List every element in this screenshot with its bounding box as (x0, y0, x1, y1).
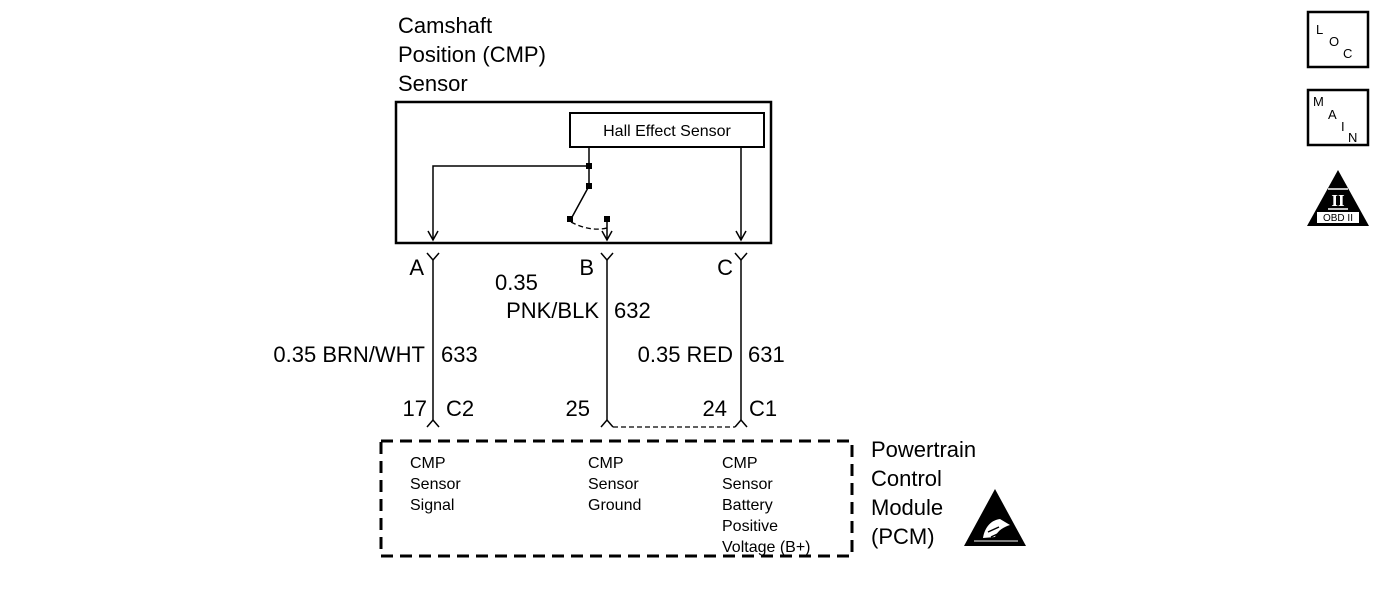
connector-c-symbol (734, 252, 748, 262)
sensor-title-line-1: Camshaft (398, 13, 492, 38)
pin-a-arrow (427, 230, 439, 242)
wire-a-circuit: 633 (441, 342, 478, 367)
sensor-title-line-3: Sensor (398, 71, 468, 96)
loc-letter-o: O (1329, 34, 1339, 49)
hall-effect-sensor-box (569, 112, 765, 148)
pcm-signal-line-1: CMP (410, 455, 446, 472)
pcm-voltage-line-2: Sensor (722, 476, 773, 493)
wire-a-size-color: 0.35 BRN/WHT (273, 342, 425, 367)
sensor-housing-box (394, 100, 773, 245)
pcm-signal-line-3: Signal (410, 497, 454, 514)
pcm-voltage-line-3: Battery (722, 497, 773, 514)
pcm-title-line-2: Control (871, 466, 942, 491)
pcm-terminal-b (600, 418, 614, 428)
pcm-ground-line-1: CMP (588, 455, 624, 472)
sensor-title-line-2: Position (CMP) (398, 42, 546, 67)
pcm-voltage-line-4: Positive (722, 518, 778, 535)
obd-ii-numeral: II (1331, 191, 1345, 210)
loc-letter-c: C (1343, 46, 1352, 61)
hall-switch (567, 147, 613, 242)
pcm-voltage-label: CMP Sensor Battery Positive Voltage (B+) (722, 455, 811, 556)
connector-a-symbol (426, 252, 440, 262)
obd-ii-label: OBD II (1323, 213, 1353, 224)
obd-ii-icon[interactable]: II OBD II (1307, 170, 1369, 226)
pcm-title-line-3: Module (871, 495, 943, 520)
pcm-title: Powertrain Control Module (PCM) (871, 437, 976, 549)
pcm-ground-line-2: Sensor (588, 476, 639, 493)
connector-letter-a: A (409, 255, 424, 280)
main-letter-m: M (1313, 94, 1324, 109)
pcm-signal-label: CMP Sensor Signal (410, 455, 461, 514)
pcm-voltage-line-5: Voltage (B+) (722, 539, 811, 556)
pcm-title-line-1: Powertrain (871, 437, 976, 462)
pcm-ground-label: CMP Sensor Ground (588, 455, 641, 514)
pcm-terminal-c (734, 418, 748, 428)
pcm-title-line-4: (PCM) (871, 524, 935, 549)
loc-icon[interactable]: L O C (1306, 10, 1370, 69)
pcm-box (379, 439, 854, 558)
main-letter-n: N (1348, 130, 1357, 145)
pcm-voltage-line-1: CMP (722, 455, 758, 472)
wire-b-color: PNK/BLK (506, 298, 599, 323)
connector-letter-c: C (717, 255, 733, 280)
sensor-title: Camshaft Position (CMP) Sensor (398, 13, 546, 96)
pcm-pin-c: 24 (703, 396, 727, 421)
hall-effect-sensor-label: Hall Effect Sensor (603, 123, 731, 140)
pcm-connector-c2: C2 (446, 396, 474, 421)
main-icon[interactable]: M A I N (1306, 88, 1370, 147)
pcm-signal-line-2: Sensor (410, 476, 461, 493)
main-letter-i: I (1341, 119, 1345, 134)
signal-internal-line (432, 165, 589, 240)
pcm-pin-a: 17 (403, 396, 427, 421)
pcm-terminal-a (426, 418, 440, 428)
pcm-ground-line-3: Ground (588, 497, 641, 514)
esd-warning-icon (964, 489, 1026, 546)
loc-letter-l: L (1316, 22, 1323, 37)
pcm-connector-c1: C1 (749, 396, 777, 421)
wire-b-circuit: 632 (614, 298, 651, 323)
connector-b-symbol (600, 252, 614, 262)
main-letter-a: A (1328, 107, 1337, 122)
connector-letter-b: B (579, 255, 594, 280)
wire-b-size: 0.35 (495, 270, 538, 295)
wire-c-size-color: 0.35 RED (638, 342, 733, 367)
wire-c-circuit: 631 (748, 342, 785, 367)
pcm-pin-b: 25 (566, 396, 590, 421)
pin-c-arrow (735, 230, 747, 242)
